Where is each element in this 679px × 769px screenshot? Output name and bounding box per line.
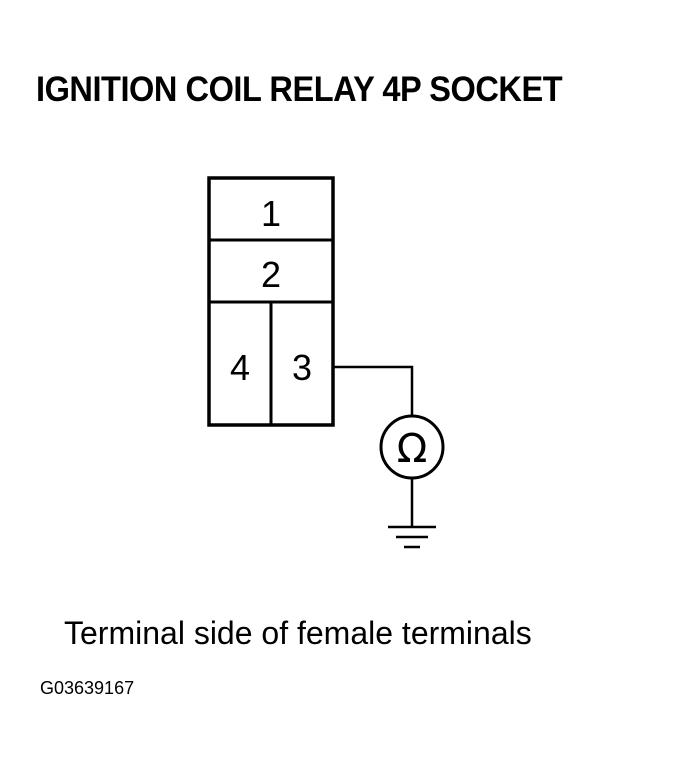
terminal-4-label: 4 [230,347,250,388]
diagram-caption: Terminal side of female terminals [64,615,532,651]
test-lead-wire [333,365,414,420]
ohm-symbol: Ω [397,426,428,472]
ground-icon [388,525,436,549]
terminal-3-label: 3 [292,347,312,388]
terminal-1-label: 1 [261,193,281,234]
ohmmeter-icon: Ω [379,414,445,480]
figure-code: G03639167 [40,678,135,698]
diagram-title: IGNITION COIL RELAY 4P SOCKET [36,70,563,109]
terminal-2-label: 2 [261,254,281,295]
